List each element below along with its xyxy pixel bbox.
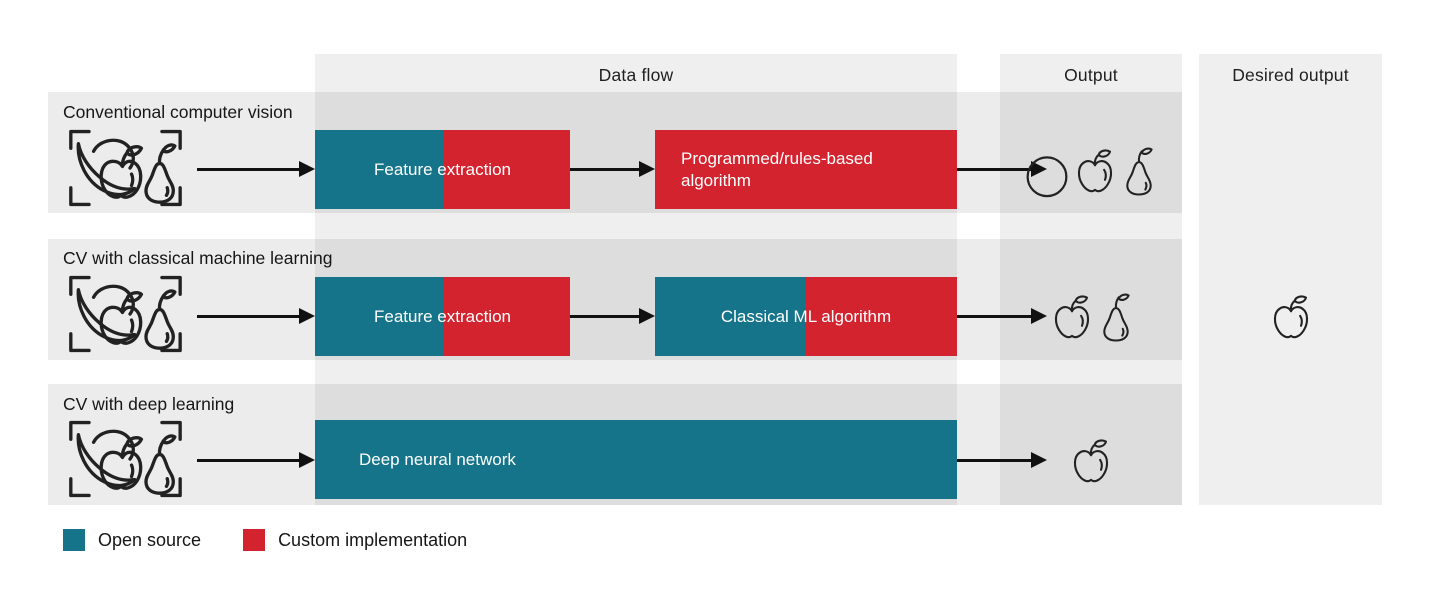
pear-icon xyxy=(1098,292,1134,344)
row-band-conventional-cv xyxy=(48,92,1182,213)
row-label-deep-learning: CV with deep learning xyxy=(63,394,235,414)
arrow-input-to-feature-extraction xyxy=(197,308,315,324)
input-image-fruits-icon xyxy=(66,418,188,505)
apple-icon xyxy=(1072,148,1118,198)
pear-icon xyxy=(1121,146,1157,198)
custom-implementation-segment xyxy=(442,277,570,356)
row-band-classical-ml xyxy=(48,239,1182,360)
apple-icon xyxy=(1068,438,1114,488)
column-header-desired-output: Desired output xyxy=(1232,64,1349,85)
legend-label: Custom implementation xyxy=(278,529,468,550)
output-icons-row2 xyxy=(1000,284,1182,344)
open-source-swatch-icon xyxy=(63,529,85,551)
box-programmed-rules-based-algorithm: Programmed/rules-based algorithm xyxy=(655,130,957,209)
custom-implementation-swatch-icon xyxy=(243,529,266,551)
box-feature-extraction-row1: Feature extraction xyxy=(315,130,570,209)
box-label: Deep neural network xyxy=(359,449,516,469)
arrow-input-to-deep-neural-network xyxy=(197,452,315,468)
arrow-input-to-feature-extraction xyxy=(197,161,315,177)
box-label: Classical ML algorithm xyxy=(720,306,892,326)
open-source-segment xyxy=(315,277,443,356)
row-label-conventional-cv: Conventional computer vision xyxy=(63,102,293,122)
legend-item-open-source: Open source xyxy=(63,529,201,551)
column-band-output xyxy=(1000,54,1182,505)
open-source-segment xyxy=(315,130,443,209)
open-source-segment xyxy=(315,420,957,499)
legend: Open source Custom implementation xyxy=(63,529,467,551)
custom-implementation-segment xyxy=(806,277,957,356)
box-label: Feature extraction xyxy=(373,306,511,326)
row-label-classical-ml: CV with classical machine learning xyxy=(63,248,333,268)
box-label: Feature extraction xyxy=(373,159,511,179)
output-icons-row1 xyxy=(1000,138,1182,198)
arrow-feature-extraction-to-ml-algorithm xyxy=(570,308,655,324)
input-image-fruits-icon xyxy=(66,273,188,360)
arrow-ml-algorithm-to-output xyxy=(957,308,1047,324)
custom-implementation-segment xyxy=(442,130,570,209)
input-image-fruits-icon xyxy=(66,127,188,214)
box-feature-extraction-row2: Feature extraction xyxy=(315,277,570,356)
desired-output-icons xyxy=(1199,284,1382,344)
column-header-output: Output xyxy=(1064,64,1118,85)
box-deep-neural-network: Deep neural network xyxy=(315,420,957,499)
legend-item-custom-implementation: Custom implementation xyxy=(243,529,467,551)
arrow-feature-extraction-to-algorithm xyxy=(570,161,655,177)
arrow-deep-neural-network-to-output xyxy=(957,452,1047,468)
column-header-data-flow: Data flow xyxy=(598,64,674,85)
apple-icon xyxy=(1049,294,1095,344)
column-band-desired-output xyxy=(1199,54,1382,505)
apple-icon xyxy=(1268,294,1314,344)
custom-implementation-segment xyxy=(655,130,957,209)
circle-icon xyxy=(1025,152,1069,198)
legend-label: Open source xyxy=(98,529,202,550)
open-source-segment xyxy=(655,277,806,356)
box-label: Programmed/rules-based algorithm xyxy=(681,148,873,190)
arrow-algorithm-to-output-row1 xyxy=(957,161,1047,177)
output-icons-row3 xyxy=(1000,428,1182,488)
box-classical-ml-algorithm: Classical ML algorithm xyxy=(655,277,957,356)
